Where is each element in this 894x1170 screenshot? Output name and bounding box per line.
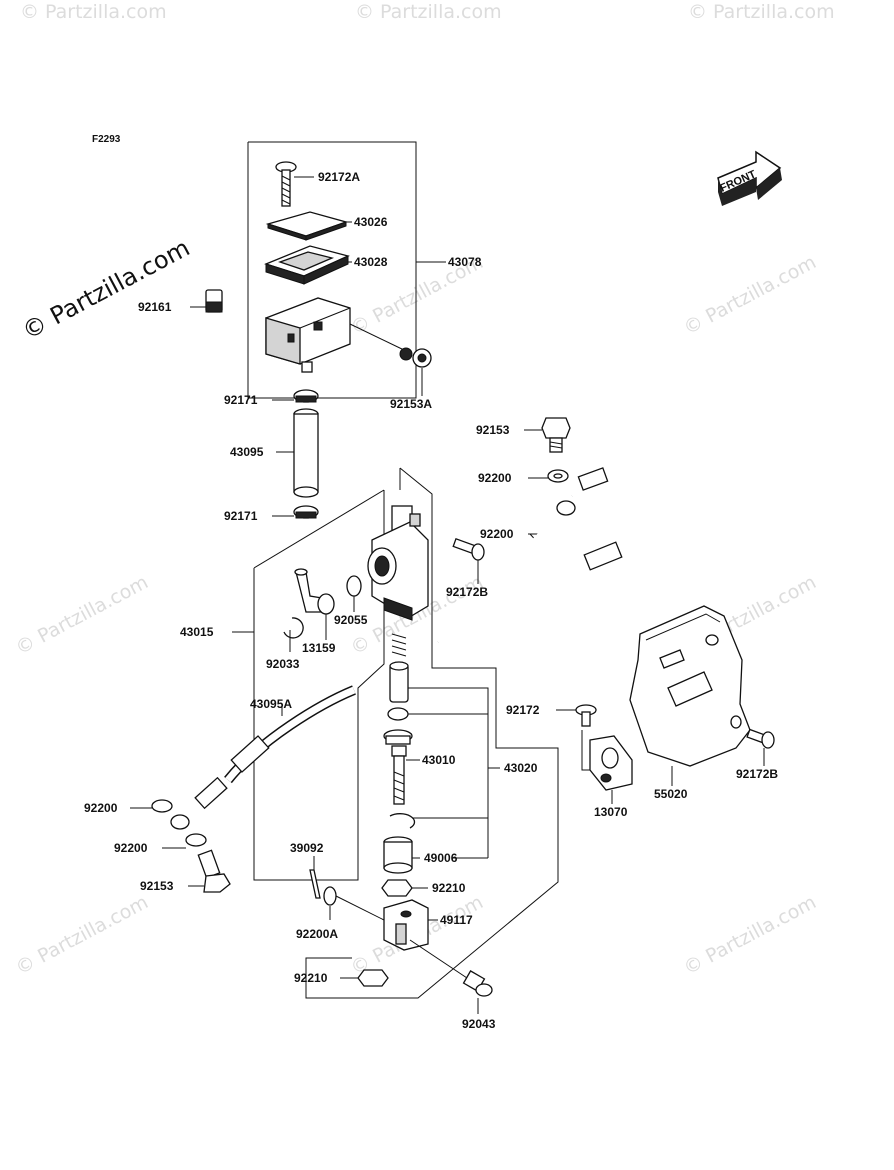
- elbow-13159-drawing: [294, 568, 335, 615]
- callout-92200-left-lower: 92200: [114, 841, 148, 855]
- guard-55020-drawing: [629, 605, 751, 767]
- watermark-text: © Partzilla.com: [680, 251, 820, 339]
- callout-43020: 43020: [504, 761, 538, 775]
- callout-92033: 92033: [266, 657, 300, 671]
- brake-hose-43095A-drawing: [170, 685, 356, 830]
- callout-92172B-right: 92172B: [736, 767, 778, 781]
- callout-92171-top: 92171: [224, 393, 258, 407]
- callout-39092: 39092: [290, 841, 324, 855]
- brake-hose-drawing: [436, 452, 668, 646]
- callout-92161: 92161: [138, 300, 172, 314]
- diaphragm-43028-drawing: [264, 245, 350, 285]
- watermark-layer: © Partzilla.com © Partzilla.com © Partzi…: [12, 1, 835, 979]
- banjo-bolt-92153-drawing: [541, 417, 571, 453]
- pin-92043-drawing: [409, 939, 493, 997]
- callout-43015: 43015: [180, 625, 214, 639]
- callout-43095: 43095: [230, 445, 264, 459]
- figure-id: F2293: [92, 134, 121, 145]
- clamp-92171-top-drawing: [293, 389, 319, 403]
- nut-92210-bottom-drawing: [357, 969, 389, 987]
- boot-49006-drawing: [383, 836, 413, 874]
- callout-92153-left: 92153: [140, 879, 174, 893]
- watermark-text: © Partzilla.com: [12, 891, 152, 979]
- circlip-drawing: [389, 813, 416, 829]
- watermark-text: © Partzilla.com: [20, 1, 167, 23]
- screw-92172-drawing: [575, 704, 597, 727]
- clamp-92171-bottom-drawing: [293, 505, 319, 519]
- callout-92200-lower: 92200: [480, 527, 514, 541]
- o-ring-92055-drawing: [346, 575, 362, 597]
- bracket-13070-drawing: [589, 735, 633, 791]
- cotter-pin-39092-drawing: [309, 869, 321, 899]
- cap-92161-drawing: [205, 289, 223, 313]
- spring-drawing: [391, 633, 407, 657]
- callout-92043: 92043: [462, 1017, 496, 1031]
- screw-92172B-drawing: [452, 537, 485, 561]
- nut-92210-drawing: [381, 879, 413, 897]
- screw-92153A-drawing: [349, 323, 432, 368]
- callout-49117: 49117: [440, 913, 473, 927]
- callout-43010: 43010: [422, 753, 456, 767]
- washer-92200-left-drawing: [151, 799, 173, 813]
- callout-43026: 43026: [354, 215, 388, 229]
- reservoir-body-drawing: [265, 297, 351, 373]
- cup-drawing: [387, 707, 409, 721]
- washer-92200-left-drawing: [185, 833, 207, 847]
- cover-43026-drawing: [265, 211, 349, 237]
- callout-43095A: 43095A: [250, 697, 292, 711]
- callout-92172A: 92172A: [318, 170, 360, 184]
- callout-92153A: 92153A: [390, 397, 432, 411]
- callout-labels: 92172A 43026 43028 43078 92161 92153A 92…: [84, 170, 778, 1031]
- callout-43078: 43078: [448, 255, 482, 269]
- callout-92172B: 92172B: [446, 585, 488, 599]
- callout-43028: 43028: [354, 255, 388, 269]
- group-brackets: [232, 141, 620, 999]
- watermark-logo-text: © Partzilla.com: [18, 234, 195, 346]
- hose-43095-drawing: [293, 408, 319, 498]
- banjo-bolt-92153-left-drawing: [197, 849, 231, 893]
- watermark-text: © Partzilla.com: [12, 571, 152, 659]
- callout-92200-left-upper: 92200: [84, 801, 118, 815]
- callout-92171-bottom: 92171: [224, 509, 258, 523]
- watermark-text: © Partzilla.com: [688, 1, 835, 23]
- screw-92172B-right-drawing: [746, 728, 775, 749]
- circlip-92033-drawing: [283, 617, 304, 639]
- screw-92172A-drawing: [275, 161, 297, 207]
- callout-49006: 49006: [424, 851, 458, 865]
- callout-92200A: 92200A: [296, 927, 338, 941]
- callout-92210-upper: 92210: [432, 881, 466, 895]
- callout-92200-upper: 92200: [478, 471, 512, 485]
- front-direction-badge: FRONT: [717, 150, 782, 206]
- clevis-49117-drawing: [383, 899, 429, 951]
- watermark-text: © Partzilla.com: [680, 891, 820, 979]
- callout-92210-lower: 92210: [294, 971, 328, 985]
- callout-13070: 13070: [594, 805, 628, 819]
- callout-55020: 55020: [654, 787, 688, 801]
- watermark-text: © Partzilla.com: [355, 1, 502, 23]
- callout-13159: 13159: [302, 641, 336, 655]
- callout-92055: 92055: [334, 613, 368, 627]
- callout-92153-top: 92153: [476, 423, 510, 437]
- washer-92200A-drawing: [323, 886, 337, 906]
- push-rod-43010-drawing: [391, 745, 407, 805]
- master-cylinder-body-drawing: [367, 505, 429, 621]
- leader-lines: [130, 176, 765, 1014]
- callout-92172: 92172: [506, 703, 540, 717]
- parts-drawings: [151, 161, 775, 997]
